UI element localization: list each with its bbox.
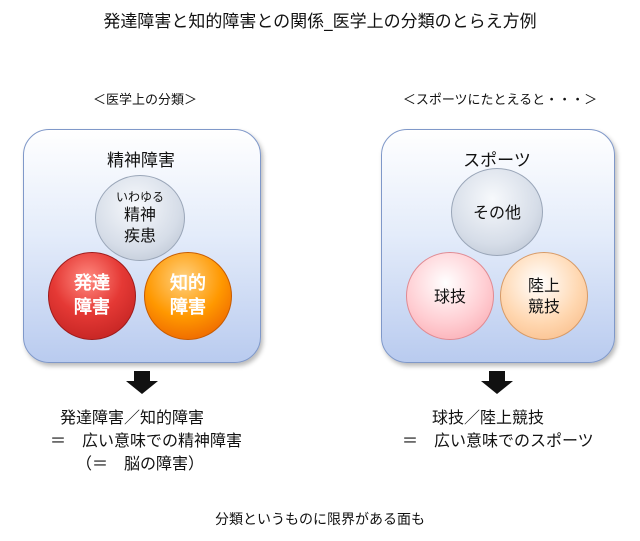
circle-line2: 疾患 [123,226,156,245]
circle-small-label: いわゆる [115,190,164,204]
right-panel-label: スポーツ [463,151,531,171]
circle-line1: 知的 [170,273,206,294]
result-line3: （＝ 脳の障害） [76,454,205,473]
left-subheading: ＜医学上の分類＞ [92,93,197,108]
down-arrow-icon [126,371,158,394]
circle-track-and-field: 陸上 競技 [500,252,588,340]
left-panel-label: 精神障害 [107,151,175,171]
down-arrow-icon [481,371,513,394]
result-line1: 球技／陸上競技 [432,408,545,427]
result-line2: ＝ 広い意味での精神障害 [50,431,243,450]
circle-line1: 発達 [74,273,110,294]
right-subheading: ＜スポーツにたとえると・・・＞ [402,93,598,108]
right-result: 球技／陸上競技 ＝ 広い意味でのスポーツ [402,406,632,452]
circle-line2: 障害 [74,297,110,318]
circle-ball-games: 球技 [406,252,494,340]
circle-line1: 陸上 [527,276,560,295]
result-line2: ＝ 広い意味でのスポーツ [402,431,594,450]
circle-other-sports: その他 [451,168,543,256]
circle-intellectual-disability: 知的 障害 [144,252,232,340]
result-line1: 発達障害／知的障害 [60,408,205,427]
circle-line2: 障害 [170,297,206,318]
left-result: 発達障害／知的障害 ＝ 広い意味での精神障害 （＝ 脳の障害） [50,406,290,475]
circle-mental-illness: いわゆる 精神 疾患 [95,175,185,261]
circle-line1: 球技 [433,286,466,306]
circle-line1: その他 [472,202,521,222]
footer-note: 分類というものに限界がある面も [215,512,425,528]
circle-developmental-disorder: 発達 障害 [48,252,136,340]
page-title: 発達障害と知的障害との関係_医学上の分類のとらえ方例 [103,12,537,32]
circle-line2: 競技 [527,297,560,316]
circle-line1: 精神 [123,205,156,224]
